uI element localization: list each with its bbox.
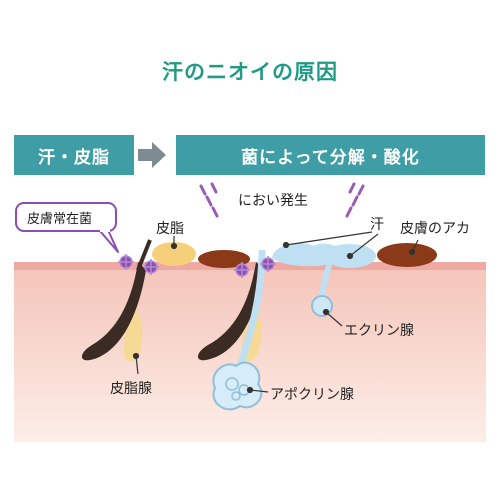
apocrine-duct bbox=[236, 249, 266, 369]
hair-follicle-left bbox=[81, 262, 146, 361]
hair-follicle-middle bbox=[197, 262, 264, 361]
eccrine-gland bbox=[311, 295, 333, 317]
sweat-label: 汗 bbox=[370, 217, 384, 233]
sweat-sebum-banner: 汗・皮脂 bbox=[14, 135, 134, 175]
bacteria-callout-box bbox=[15, 202, 117, 232]
skin-dirt-label: 皮膚のアカ bbox=[400, 221, 470, 237]
smell-marks-right bbox=[345, 182, 365, 218]
apocrine-gland-label: アポクリン腺 bbox=[270, 387, 354, 403]
skin-surface bbox=[14, 262, 486, 270]
bacteria-label: 皮膚常在菌 bbox=[27, 212, 93, 227]
sebum-blob bbox=[152, 242, 196, 266]
eccrine-gland-label: エクリン腺 bbox=[344, 323, 414, 339]
leader-lines bbox=[132, 231, 419, 394]
skin-dirt-right bbox=[377, 243, 437, 267]
smell-label: におい発生 bbox=[238, 193, 308, 209]
bacteria-decompose-banner: 菌によって分解・酸化 bbox=[176, 135, 485, 175]
arrow-right-icon bbox=[138, 142, 166, 168]
smell-marks-left bbox=[199, 182, 219, 218]
skin-dirt-left bbox=[198, 250, 250, 268]
page-title: 汗のニオイの原因 bbox=[162, 60, 338, 84]
sebum-label: 皮脂 bbox=[156, 221, 184, 237]
sebaceous-gland-label: 皮脂腺 bbox=[110, 381, 152, 397]
